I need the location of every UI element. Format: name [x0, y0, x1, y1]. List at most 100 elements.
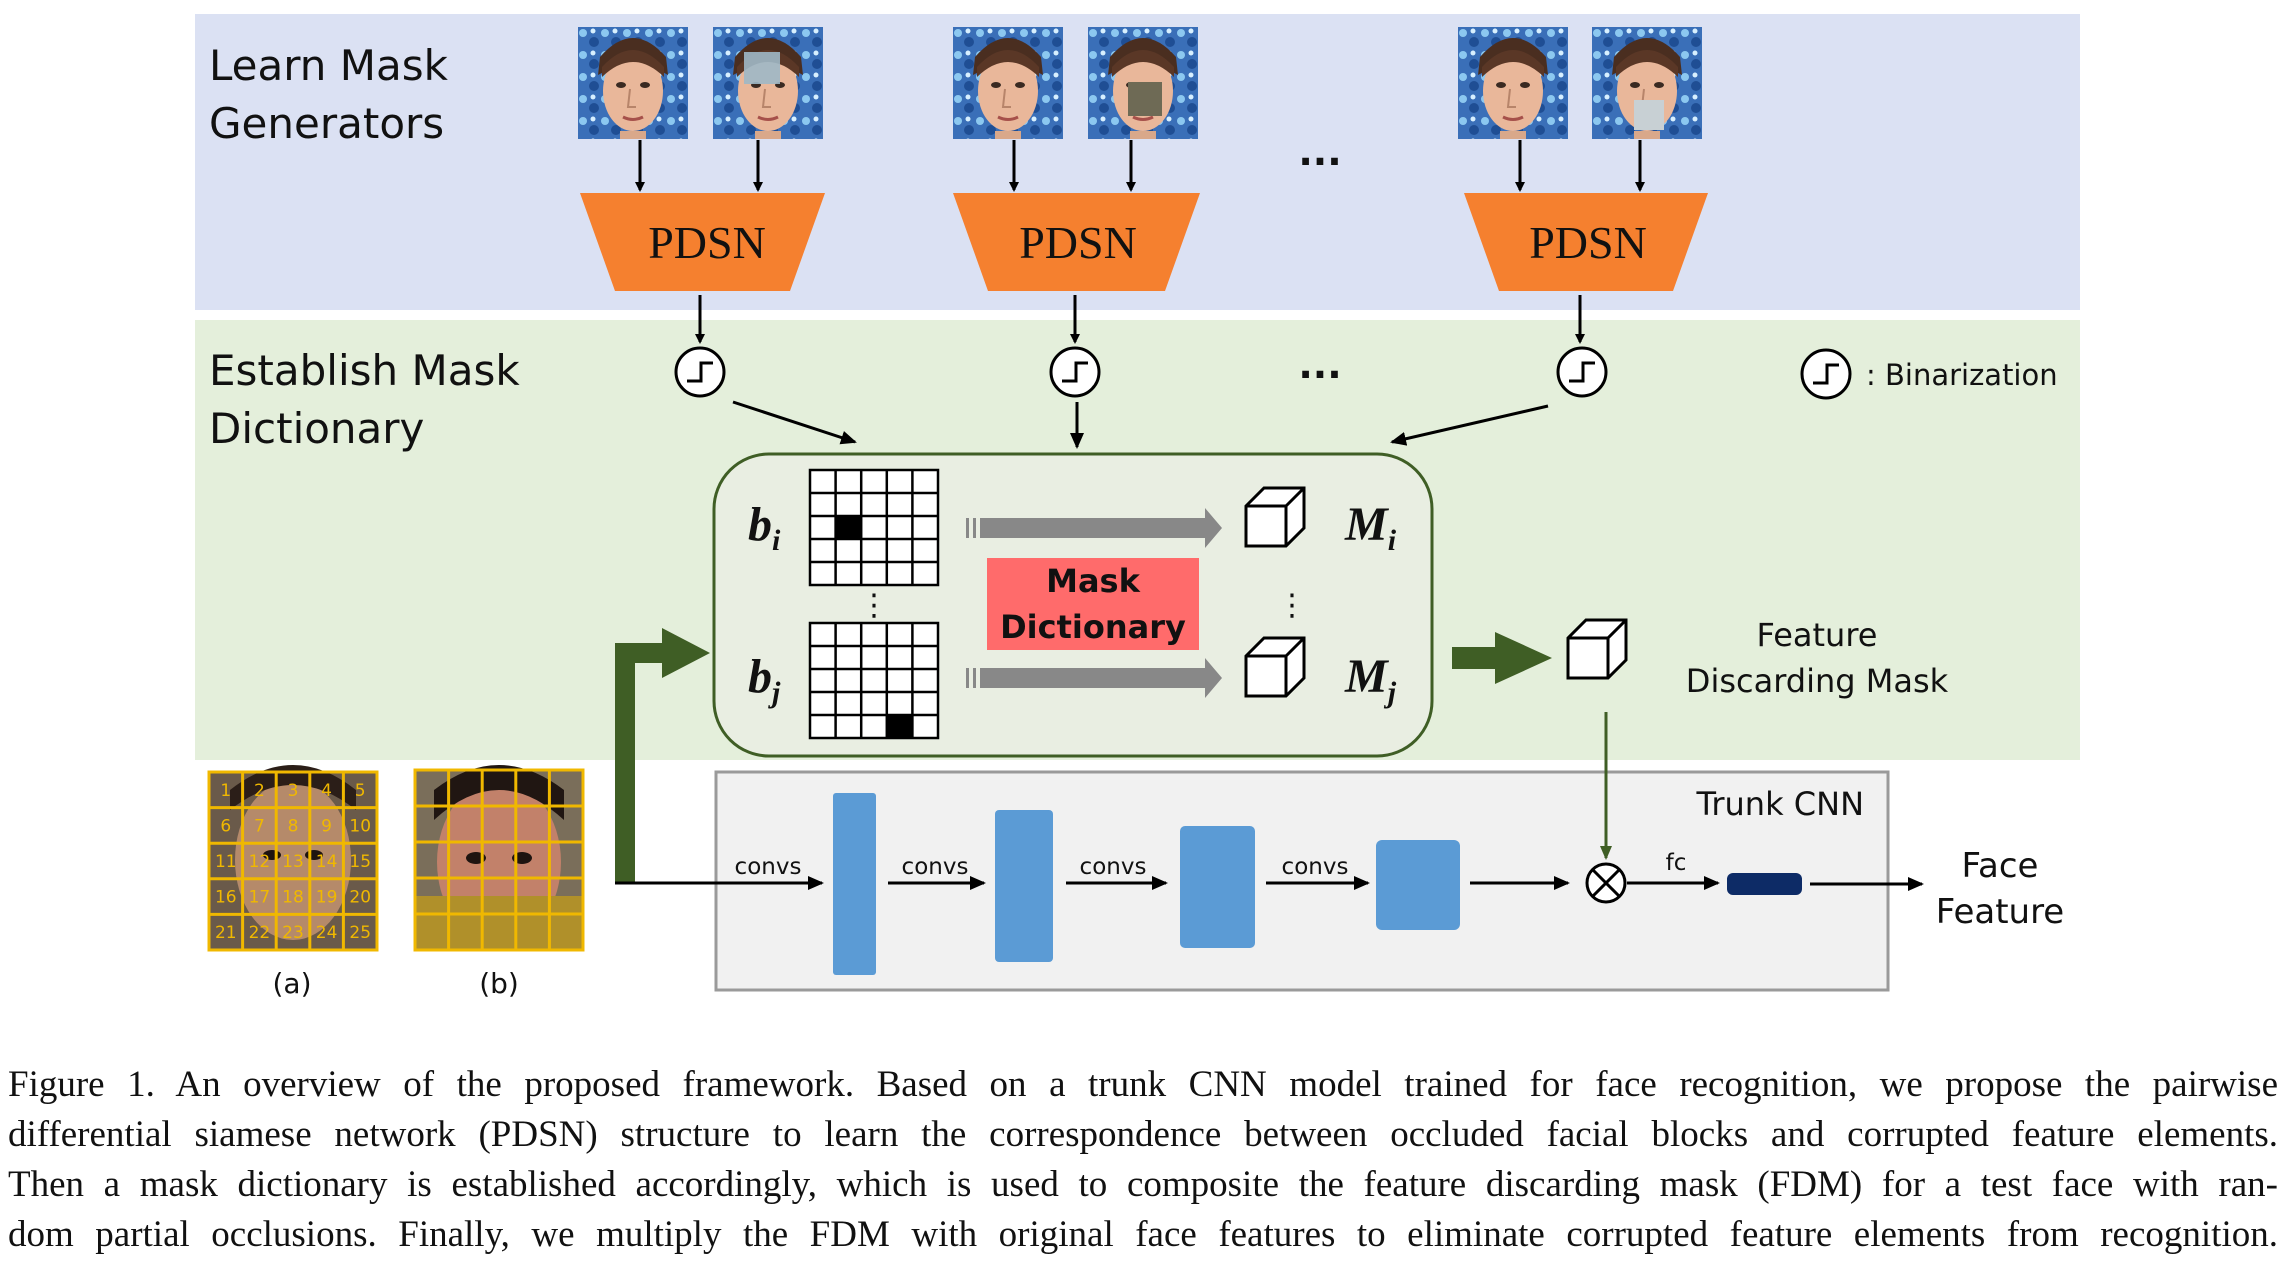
- face-image: [1456, 25, 1570, 141]
- binarization-icon: [1556, 346, 1608, 398]
- fc-block: [1727, 873, 1802, 895]
- mask-dictionary-label-2: Dictionary: [1000, 608, 1186, 646]
- block-grid-j: [808, 621, 940, 740]
- block-grid-i: [808, 468, 940, 587]
- binarization-icon: [674, 346, 726, 398]
- caption-line: Then a mask dictionary is established ac…: [8, 1164, 2278, 1205]
- convs-label: convs: [902, 854, 969, 880]
- fdm-label-1: Feature: [1757, 616, 1878, 654]
- panel-b-label: (b): [479, 967, 519, 1000]
- pdsn-label: PDSN: [1529, 217, 1647, 268]
- vdots: ⋮: [1277, 588, 1307, 623]
- caption-line: Figure 1. An overview of the proposed fr…: [8, 1064, 2278, 1105]
- grid-number: 1: [220, 781, 231, 801]
- figure-caption: Figure 1. An overview of the proposed fr…: [8, 1060, 2278, 1260]
- ellipsis: ...: [1298, 130, 1341, 174]
- gray-arrow: [966, 658, 1222, 698]
- pdsn-block: [580, 193, 825, 291]
- m-i-label: Mi: [1344, 498, 1397, 557]
- grid-number: 20: [349, 888, 371, 908]
- face-grid-a: [209, 765, 377, 950]
- grid-lines-a: [207, 770, 379, 952]
- mask-dictionary-label-1: Mask: [1046, 562, 1140, 600]
- caption-line: dom partial occlusions. Finally, we mult…: [8, 1214, 2278, 1255]
- occlusion-patch: [1634, 100, 1664, 130]
- grid-number: 6: [220, 816, 231, 836]
- grid-number: 13: [282, 852, 304, 872]
- feature-discarding-mask-cube: [1566, 618, 1628, 680]
- occlusion-patch: [1128, 82, 1162, 116]
- face-image: [951, 25, 1065, 141]
- grid-number: 8: [288, 816, 299, 836]
- grid-number: 18: [282, 888, 304, 908]
- mask-dictionary-label-bg: [987, 558, 1199, 650]
- conv-block: [1180, 826, 1255, 948]
- gray-arrow: [966, 508, 1222, 548]
- mask-cube-j: [1244, 636, 1306, 698]
- grid-number: 11: [215, 852, 237, 872]
- establish-dict-label-1: Establish Mask: [209, 346, 520, 395]
- pdsn-block: [1464, 193, 1708, 291]
- grid-number: 15: [349, 852, 371, 872]
- convs-label: convs: [735, 854, 802, 880]
- establish-dict-label-2: Dictionary: [209, 404, 424, 453]
- grid-number: 2: [254, 781, 265, 801]
- face-feature-label-1: Face: [1962, 846, 2039, 886]
- face-image: [576, 25, 690, 141]
- binarization-legend-icon: [1800, 348, 1852, 400]
- arrow: [1390, 404, 1549, 446]
- grid-number: 10: [349, 816, 371, 836]
- grid-number: 12: [249, 852, 271, 872]
- pdsn-block: [953, 193, 1200, 291]
- grid-number: 19: [316, 888, 338, 908]
- binarization-icon: [1049, 346, 1101, 398]
- grid-number: 3: [288, 781, 299, 801]
- grid-number: 24: [316, 923, 338, 943]
- grid-number: 9: [321, 816, 332, 836]
- multiply-icon: [1585, 862, 1627, 904]
- grid-lines-b: [413, 768, 585, 952]
- trunk-cnn-box: [714, 770, 1890, 992]
- conv-block: [995, 810, 1053, 962]
- grid-number: 22: [249, 923, 271, 943]
- face-feature-label-2: Feature: [1936, 892, 2064, 932]
- learn-mask-label-2: Generators: [209, 99, 444, 148]
- grid-number: 4: [321, 781, 332, 801]
- convs-label: convs: [1282, 854, 1349, 880]
- trunk-cnn-label: Trunk CNN: [1696, 785, 1864, 823]
- vdots: ⋮: [859, 588, 889, 623]
- mask-cube-i: [1244, 486, 1306, 548]
- panel-a-label: (a): [272, 967, 311, 1000]
- grid-number: 7: [254, 816, 265, 836]
- binarization-legend-label: : Binarization: [1866, 358, 2058, 392]
- face-grid-b: [415, 765, 583, 950]
- grid-number: 21: [215, 923, 237, 943]
- grid-number: 14: [316, 852, 338, 872]
- learn-mask-label-1: Learn Mask: [209, 41, 449, 90]
- conv-block: [833, 793, 876, 975]
- grid-number: 23: [282, 923, 304, 943]
- ellipsis: ...: [1298, 343, 1341, 387]
- pdsn-label: PDSN: [1019, 217, 1137, 268]
- green-input-arrow: [615, 628, 710, 883]
- grid-number: 5: [355, 781, 366, 801]
- fdm-label-2: Discarding Mask: [1686, 662, 1949, 700]
- caption-line: differential siamese network (PDSN) stru…: [8, 1114, 2278, 1155]
- grid-number: 17: [249, 888, 271, 908]
- arrow: [732, 400, 857, 445]
- grid-number: 16: [215, 888, 237, 908]
- pdsn-label: PDSN: [648, 217, 766, 268]
- grid-number: 25: [349, 923, 371, 943]
- occluded-block: [835, 516, 862, 539]
- occlusion-patch: [744, 52, 780, 84]
- occluded-block: [886, 715, 913, 738]
- b-j-label: bj: [748, 650, 781, 709]
- convs-label: convs: [1080, 854, 1147, 880]
- green-arrow: [1452, 632, 1552, 684]
- m-j-label: Mj: [1344, 650, 1397, 709]
- b-i-label: bi: [748, 498, 781, 557]
- fc-label: fc: [1666, 850, 1687, 876]
- conv-block: [1376, 840, 1460, 930]
